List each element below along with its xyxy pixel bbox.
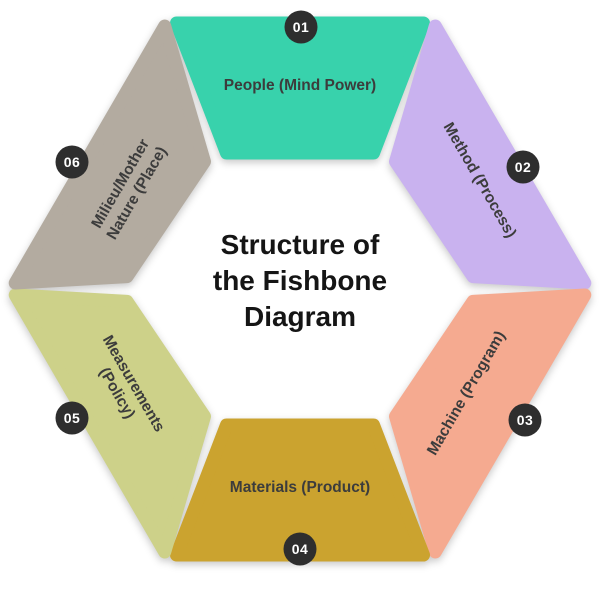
segment-milieu xyxy=(8,19,211,290)
badge-02: 02 xyxy=(506,150,540,184)
title-line-3: Diagram xyxy=(244,301,356,332)
badge-05-circle xyxy=(55,401,89,435)
badge-06: 06 xyxy=(55,145,89,179)
badge-06-circle xyxy=(55,145,89,179)
segment-label-materials: Materials (Product) xyxy=(230,479,370,496)
badge-01: 01 xyxy=(284,10,318,44)
segment-people xyxy=(170,16,430,160)
segment-measurements xyxy=(8,288,211,559)
badge-04-number: 04 xyxy=(292,541,309,557)
segment-materials xyxy=(170,418,430,562)
badge-01-circle xyxy=(284,10,318,44)
badge-03-circle xyxy=(508,403,542,437)
segment-method xyxy=(389,19,592,290)
badge-03: 03 xyxy=(508,403,542,437)
segment-machine xyxy=(389,288,592,559)
badge-05-number: 05 xyxy=(64,410,81,426)
badge-03-number: 03 xyxy=(517,412,534,428)
badge-04: 04 xyxy=(283,532,317,566)
badge-01-number: 01 xyxy=(293,19,310,35)
badge-05: 05 xyxy=(55,401,89,435)
hexagon-ring xyxy=(8,16,592,562)
segment-label-people: People (Mind Power) xyxy=(224,77,376,94)
title-line-1: Structure of xyxy=(221,229,380,260)
badge-06-number: 06 xyxy=(64,154,81,170)
title-line-2: the Fishbone xyxy=(213,265,387,296)
badge-04-circle xyxy=(283,532,317,566)
number-badges: 01 02 03 04 05 06 xyxy=(55,10,542,566)
diagram-title: Structure of the Fishbone Diagram xyxy=(213,229,387,332)
badge-02-number: 02 xyxy=(515,159,532,175)
badge-02-circle xyxy=(506,150,540,184)
